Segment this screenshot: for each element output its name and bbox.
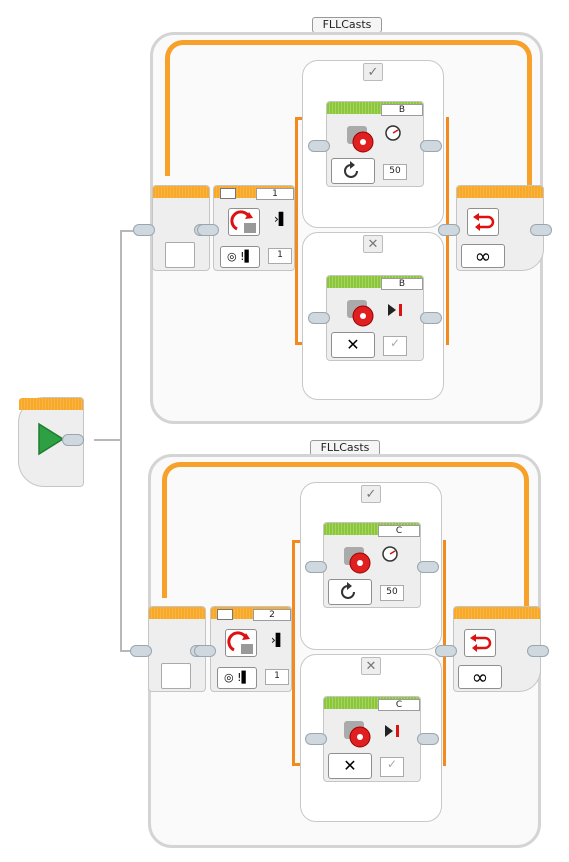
switch-block[interactable]: 1 ›▌ ◎ !▌ 1 (213, 185, 295, 271)
motor-power-value[interactable]: 50 (383, 164, 407, 180)
start-block[interactable] (18, 397, 84, 487)
switch-port-label[interactable]: 1 (256, 188, 294, 200)
loop-return-wire-right (527, 58, 532, 188)
motor-in-connector[interactable] (308, 312, 330, 324)
loop-end-header (454, 607, 540, 619)
start-output-connector[interactable] (62, 434, 84, 446)
loop-input-connector[interactable] (133, 224, 155, 236)
motor-off-mode-button[interactable]: ✕ (331, 332, 375, 358)
sequence-wire-branch (120, 230, 122, 650)
loop-icon[interactable] (464, 629, 496, 657)
motor-block-off[interactable]: C ✕ ✓ (323, 696, 421, 782)
motor-in-connector[interactable] (305, 733, 327, 745)
medium-motor-icon (342, 717, 374, 749)
loop-output-connector[interactable] (527, 645, 549, 657)
port-selector-icon[interactable] (220, 188, 236, 199)
loop-input-connector[interactable] (130, 645, 152, 657)
medium-motor-icon (345, 296, 377, 328)
medium-motor-icon (342, 543, 374, 575)
motor-block-on[interactable]: B 50 (326, 101, 424, 187)
sequence-wire-bottom (120, 650, 134, 652)
loop-name-label[interactable]: FLLCasts (310, 440, 380, 456)
motor-port-label[interactable]: B (381, 104, 423, 116)
loop-index-output[interactable] (165, 242, 195, 268)
loop-return-wire-left (165, 58, 170, 176)
loop-end-in-connector[interactable] (435, 645, 457, 657)
motor-block-on[interactable]: C 50 (323, 522, 421, 608)
case-false-tab[interactable]: ✕ (361, 657, 381, 675)
loop-icon[interactable] (467, 208, 499, 236)
switch-input-connector[interactable] (197, 224, 219, 236)
case-false-tab[interactable]: ✕ (363, 235, 383, 253)
power-gauge-icon (380, 545, 400, 563)
loop-return-wire (162, 462, 529, 492)
switch-input-connector[interactable] (194, 645, 216, 657)
compare-mode-button[interactable]: ◎ !▌ (220, 246, 260, 268)
port-selector-icon[interactable] (217, 609, 233, 620)
brake-icon (387, 302, 405, 316)
motor-power-value[interactable]: 50 (380, 585, 404, 601)
motor-off-mode-button[interactable]: ✕ (328, 753, 372, 779)
motor-on-mode-button[interactable] (331, 158, 375, 184)
compare-mode-button[interactable]: ◎ !▌ (217, 667, 257, 689)
brake-icon (384, 723, 402, 737)
motor-on-mode-button[interactable] (328, 579, 372, 605)
motor-block-off[interactable]: B ✕ ✓ (326, 275, 424, 361)
motor-out-connector[interactable] (417, 561, 439, 573)
motor-out-connector[interactable] (420, 312, 442, 324)
motor-port-label[interactable]: B (381, 278, 423, 290)
brake-at-end-value[interactable]: ✓ (380, 757, 404, 777)
loop-return-wire (165, 40, 532, 70)
loop-output-connector[interactable] (530, 224, 552, 236)
loop-index-output[interactable] (161, 663, 191, 689)
switch-left-bracket (295, 117, 298, 345)
sequence-wire-start (94, 439, 122, 441)
play-icon (35, 422, 65, 456)
motor-rotation-sensor-icon[interactable] (228, 208, 260, 236)
motor-port-label[interactable]: C (378, 525, 420, 537)
loop-name-label[interactable]: FLLCasts (312, 17, 382, 33)
motor-out-connector[interactable] (417, 733, 439, 745)
threshold-value[interactable]: 1 (265, 669, 289, 685)
loop-return-wire-right (524, 480, 529, 610)
loop-start-header (149, 607, 205, 619)
start-block-header (19, 398, 83, 410)
switch-left-bracket-top (292, 540, 307, 543)
motor-out-connector[interactable] (420, 140, 442, 152)
case-true-tab[interactable]: ✓ (361, 485, 381, 503)
motor-in-connector[interactable] (308, 140, 330, 152)
case-true-tab[interactable]: ✓ (363, 63, 383, 81)
medium-motor-icon (345, 122, 377, 154)
switch-port-label[interactable]: 2 (253, 609, 291, 621)
motor-port-label[interactable]: C (378, 699, 420, 711)
motor-in-connector[interactable] (305, 561, 327, 573)
compare-icon: ›▌ (274, 212, 289, 226)
motor-rotation-sensor-icon[interactable] (225, 629, 257, 657)
loop-end-block[interactable]: ∞ (456, 185, 544, 271)
switch-left-bracket (292, 540, 295, 766)
switch-block[interactable]: 2 ›▌ ◎ !▌ 1 (210, 606, 292, 692)
loop-mode-button[interactable]: ∞ (458, 665, 502, 689)
compare-icon: ›▌ (271, 633, 286, 647)
brake-at-end-value[interactable]: ✓ (383, 336, 407, 356)
sequence-wire-top (120, 230, 134, 232)
loop-mode-button[interactable]: ∞ (461, 244, 505, 268)
power-gauge-icon (383, 124, 403, 142)
loop-return-wire-left (162, 480, 167, 598)
loop-start-header (153, 186, 209, 198)
loop-end-header (457, 186, 543, 198)
threshold-value[interactable]: 1 (268, 248, 292, 264)
switch-left-bracket-bottom (292, 763, 307, 766)
loop-end-in-connector[interactable] (438, 224, 460, 236)
